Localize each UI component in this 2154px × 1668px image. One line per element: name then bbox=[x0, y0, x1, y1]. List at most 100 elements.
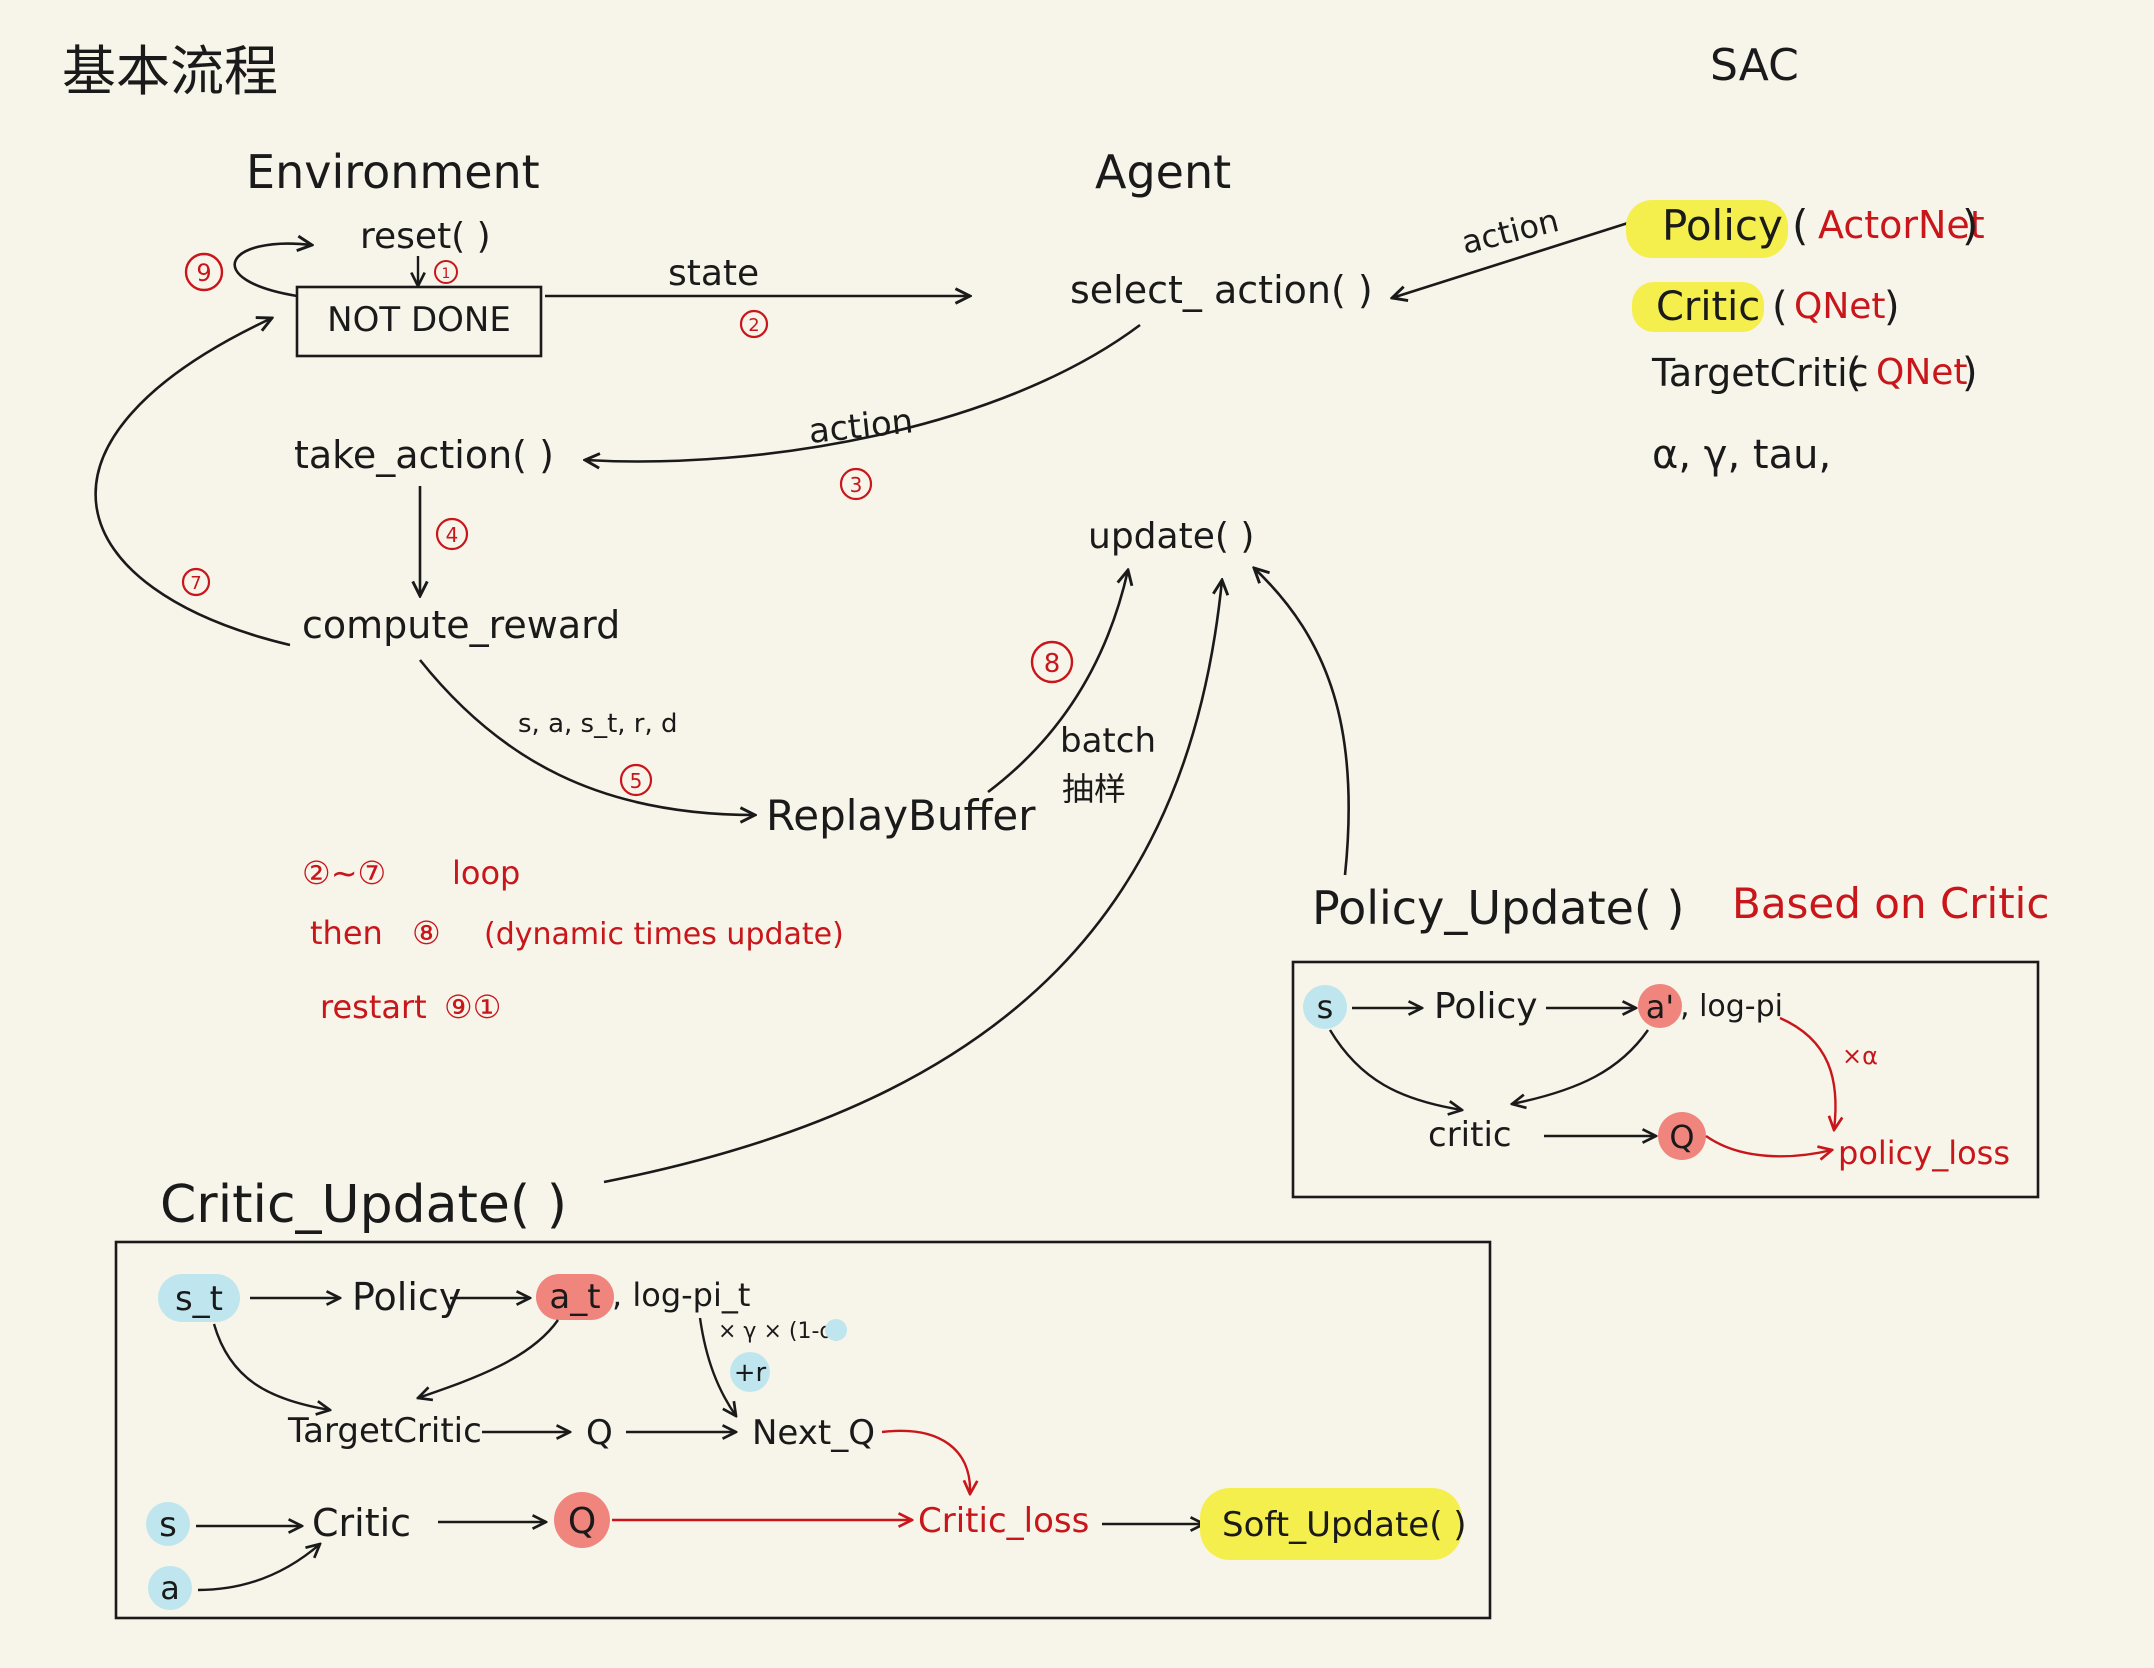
cu-d-highlight bbox=[825, 1319, 847, 1341]
step-8-label: 8 bbox=[1044, 649, 1061, 679]
sac-label: SAC bbox=[1710, 40, 1799, 91]
policy-net-label: ActorNet bbox=[1818, 203, 1985, 247]
cu-target-critic-label: TargetCritic bbox=[287, 1411, 482, 1451]
cu-policy-label: Policy bbox=[352, 1275, 461, 1319]
step-1-label: 1 bbox=[442, 266, 451, 282]
cu-plus-r-label: +r bbox=[734, 1358, 767, 1388]
cu-soft-update-highlight bbox=[1200, 1488, 1462, 1560]
pu-a-prime-highlight bbox=[1638, 984, 1682, 1028]
cu-q2-highlight bbox=[554, 1492, 610, 1548]
step-8-circle bbox=[1030, 640, 1074, 684]
critic-update-to-update-arrow bbox=[603, 580, 1222, 1184]
action-label-mid: action bbox=[807, 401, 915, 452]
note-restart-nums: ⑨① bbox=[444, 988, 501, 1026]
policy-paren-close: ) bbox=[1962, 201, 1978, 250]
pu-alpha-mult: ×α bbox=[1842, 1042, 1878, 1070]
critic-highlight bbox=[1632, 282, 1764, 332]
critic-paren-open: ( bbox=[1772, 284, 1788, 330]
target-paren-open: ( bbox=[1846, 350, 1862, 396]
pu-log-pi-label: , log-pi bbox=[1680, 989, 1783, 1024]
step-5-arrow bbox=[418, 659, 755, 815]
step-1-circle bbox=[434, 260, 458, 284]
pu-q-label: Q bbox=[1669, 1118, 1694, 1156]
step-5-label: 5 bbox=[630, 769, 643, 793]
step-7-label: 7 bbox=[190, 573, 201, 594]
policy-action-arrow bbox=[1392, 214, 1651, 298]
cu-log-pi-t-label: , log-pi_t bbox=[612, 1276, 750, 1314]
cu-a-highlight bbox=[148, 1566, 192, 1610]
critic-update-box bbox=[114, 1240, 1492, 1620]
critic-net-label: QNet bbox=[1794, 286, 1886, 327]
cu-critic-label: Critic bbox=[312, 1501, 411, 1545]
critic-paren-close: ) bbox=[1884, 284, 1900, 330]
step-3-label: 3 bbox=[850, 473, 863, 497]
cu-s-t-highlight bbox=[158, 1274, 240, 1322]
cu-nextq-loss-arrow bbox=[881, 1429, 970, 1494]
step-7-arrow bbox=[94, 318, 291, 647]
policy-update-to-update-arrow bbox=[1254, 568, 1351, 876]
cu-r-highlight bbox=[730, 1352, 770, 1392]
note-then-num: ⑧ bbox=[412, 914, 441, 952]
action-return-arrow bbox=[585, 323, 1141, 461]
step-5-circle bbox=[619, 763, 653, 797]
pu-critic-label: critic bbox=[1428, 1115, 1512, 1155]
step-2-circle bbox=[739, 309, 769, 339]
critic-label: Critic bbox=[1656, 284, 1760, 330]
critic-update-title: Critic_Update( ) bbox=[160, 1175, 567, 1235]
policy-update-title: Policy_Update( ) bbox=[1312, 881, 1684, 935]
transition-tuple-label: s, a, s_t, r, d bbox=[518, 709, 678, 739]
step-8-arrow bbox=[987, 570, 1128, 794]
pu-policy-loss-label: policy_loss bbox=[1838, 1134, 2010, 1172]
cu-q2-label: Q bbox=[568, 1501, 596, 1542]
pu-a-critic-arrow bbox=[1512, 1029, 1649, 1104]
cu-a-t-label: a_t bbox=[549, 1277, 600, 1317]
cu-factor-label: × γ × (1-d) bbox=[718, 1319, 842, 1344]
pu-a-prime-label: a' bbox=[1646, 988, 1674, 1026]
target-critic-label: TargetCritic bbox=[1651, 351, 1869, 395]
note-then: then bbox=[310, 914, 383, 952]
environment-title: Environment bbox=[246, 145, 540, 199]
compute-reward-label: compute_reward bbox=[302, 603, 620, 647]
pu-s-highlight bbox=[1303, 985, 1347, 1029]
replay-buffer-label: ReplayBuffer bbox=[766, 791, 1036, 840]
cu-at-target-arrow bbox=[418, 1319, 559, 1398]
cu-a-label: a bbox=[160, 1569, 180, 1607]
note-restart: restart bbox=[320, 988, 427, 1026]
update-label: update( ) bbox=[1088, 516, 1254, 557]
step-9-arrow bbox=[233, 244, 312, 298]
take-action-label: take_action( ) bbox=[294, 433, 554, 477]
cu-st-target-arrow bbox=[212, 1323, 330, 1410]
step-9-label: 9 bbox=[196, 259, 211, 287]
step-4-label: 4 bbox=[446, 523, 459, 547]
target-net-label: QNet bbox=[1876, 352, 1968, 393]
pu-s-critic-arrow bbox=[1328, 1029, 1462, 1110]
state-label: state bbox=[668, 253, 759, 294]
cu-s-highlight bbox=[146, 1502, 190, 1546]
pu-q-loss-arrow bbox=[1705, 1135, 1832, 1156]
pu-logpi-loss-arrow bbox=[1779, 1016, 1836, 1130]
hyperparams-label: α, γ, tau, bbox=[1652, 432, 1831, 478]
select-action-label: select_ action( ) bbox=[1070, 268, 1373, 312]
not-done-box bbox=[295, 285, 543, 358]
action-label-top: action bbox=[1458, 201, 1563, 262]
step-3-circle bbox=[839, 467, 873, 501]
policy-label: Policy bbox=[1662, 201, 1783, 250]
cu-s-label: s bbox=[159, 1505, 177, 1545]
policy-paren-open: ( bbox=[1792, 201, 1808, 250]
note-loop: loop bbox=[452, 854, 520, 892]
pu-policy-label: Policy bbox=[1434, 986, 1538, 1027]
cu-logpi-nextq-arrow bbox=[698, 1317, 736, 1416]
cu-a-critic-arrow bbox=[197, 1544, 320, 1592]
step-9-circle bbox=[184, 252, 224, 292]
pu-s-label: s bbox=[1317, 988, 1334, 1026]
batch-label: batch bbox=[1060, 721, 1156, 761]
page-title: 基本流程 bbox=[62, 40, 278, 103]
policy-update-box bbox=[1291, 960, 2040, 1199]
cu-a-t-highlight bbox=[536, 1274, 614, 1320]
cu-q1-label: Q bbox=[586, 1413, 613, 1453]
target-paren-close: ) bbox=[1962, 350, 1978, 396]
note-then-desc: (dynamic times update) bbox=[484, 917, 844, 952]
step-7-circle bbox=[181, 567, 211, 597]
agent-title: Agent bbox=[1095, 145, 1231, 199]
